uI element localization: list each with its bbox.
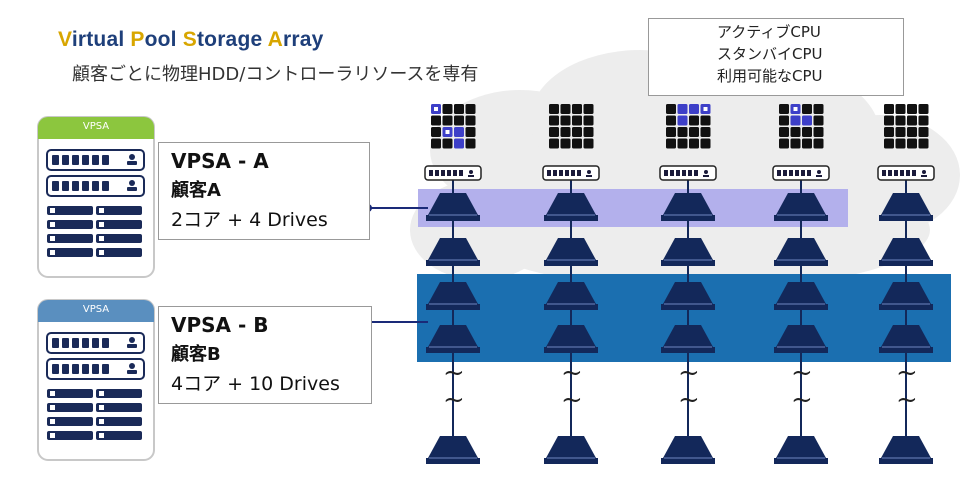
- drive-icon: [426, 436, 480, 464]
- drive-icon: [661, 193, 715, 221]
- drive-icon: [544, 436, 598, 464]
- drive-icon: [774, 325, 828, 353]
- drive-icon: [661, 238, 715, 266]
- card-port: [47, 220, 93, 229]
- drive-icon: [661, 436, 715, 464]
- card-port: [96, 431, 142, 440]
- card-port: [47, 403, 93, 412]
- continuation-tilde: ~: [561, 385, 583, 415]
- card-port: [96, 248, 142, 257]
- continuation-tilde: ~: [678, 358, 700, 388]
- card-slot-row: [46, 358, 145, 380]
- card-slot-row: [46, 332, 145, 354]
- drive-icon: [879, 325, 933, 353]
- cpu-legend: アクティブCPU スタンバイCPU 利用可能なCPU: [648, 18, 904, 96]
- card-port: [96, 403, 142, 412]
- card-port: [47, 206, 93, 215]
- controller-icon: [659, 165, 717, 181]
- drive-icon: [544, 325, 598, 353]
- drive-icon: [879, 436, 933, 464]
- vpsa-a-name: VPSA - A: [171, 149, 269, 173]
- vpsa-b-spec: 4コア + 10 Drives: [171, 373, 340, 395]
- cpu-grid-icon: [779, 104, 824, 149]
- drive-icon: [774, 436, 828, 464]
- card-port: [96, 417, 142, 426]
- controller-icon: [772, 165, 830, 181]
- cpu-grid-icon: [666, 104, 711, 149]
- continuation-tilde: ~: [896, 358, 918, 388]
- continuation-tilde: ~: [443, 385, 465, 415]
- drive-icon: [426, 325, 480, 353]
- node-column: [772, 104, 830, 464]
- vpsa-b-customer: 顧客B: [171, 344, 221, 365]
- drive-icon: [544, 238, 598, 266]
- vpsa-b-card-label: VPSA: [82, 304, 110, 315]
- continuation-tilde: ~: [791, 385, 813, 415]
- card-port: [47, 417, 93, 426]
- card-port: [96, 206, 142, 215]
- legend-standby-label: スタンバイCPU: [717, 45, 823, 63]
- drive-icon: [774, 282, 828, 310]
- page-subtitle: 顧客ごとに物理HDD/コントローラリソースを専有: [72, 64, 479, 85]
- vpsa-a-spec: 2コア + 4 Drives: [171, 209, 328, 231]
- node-column: [542, 104, 600, 464]
- vpsa-b-name: VPSA - B: [171, 313, 269, 337]
- controller-icon: [877, 165, 935, 181]
- card-slot-row: [46, 149, 145, 171]
- legend-active-label: アクティブCPU: [717, 23, 821, 41]
- card-port: [47, 431, 93, 440]
- drive-icon: [544, 282, 598, 310]
- drive-icon: [661, 325, 715, 353]
- drive-icon: [774, 238, 828, 266]
- vpsa-b-card: [37, 299, 155, 461]
- continuation-tilde: ~: [561, 358, 583, 388]
- drive-icon: [426, 238, 480, 266]
- node-column: [659, 104, 717, 464]
- vpsa-a-info: VPSA - A 顧客A 2コア + 4 Drives: [158, 142, 370, 240]
- drive-icon: [879, 238, 933, 266]
- vpsa-b-info: VPSA - B 顧客B 4コア + 10 Drives: [158, 306, 372, 404]
- cpu-grid-icon: [431, 104, 476, 149]
- drive-icon: [661, 282, 715, 310]
- cpu-grid-icon: [549, 104, 594, 149]
- drive-icon: [426, 282, 480, 310]
- continuation-tilde: ~: [678, 385, 700, 415]
- controller-icon: [424, 165, 482, 181]
- card-port: [47, 389, 93, 398]
- drive-icon: [879, 282, 933, 310]
- card-port: [96, 389, 142, 398]
- node-column: [877, 104, 935, 464]
- legend-available-label: 利用可能なCPU: [717, 67, 823, 85]
- drive-icon: [774, 193, 828, 221]
- drive-icon: [879, 193, 933, 221]
- cpu-grid-icon: [884, 104, 929, 149]
- card-port: [96, 234, 142, 243]
- node-column: [424, 104, 482, 464]
- continuation-tilde: ~: [791, 358, 813, 388]
- drive-icon: [544, 193, 598, 221]
- drive-icon: [426, 193, 480, 221]
- card-port: [47, 248, 93, 257]
- card-slot-row: [46, 175, 145, 197]
- vpsa-a-card-label: VPSA: [82, 121, 110, 132]
- vpsa-a-card: [37, 116, 155, 278]
- vpsa-a-customer: 顧客A: [171, 180, 221, 201]
- continuation-tilde: ~: [443, 358, 465, 388]
- card-port: [47, 234, 93, 243]
- controller-icon: [542, 165, 600, 181]
- page-title: Virtual Pool Storage Array: [58, 28, 324, 51]
- continuation-tilde: ~: [896, 385, 918, 415]
- card-port: [96, 220, 142, 229]
